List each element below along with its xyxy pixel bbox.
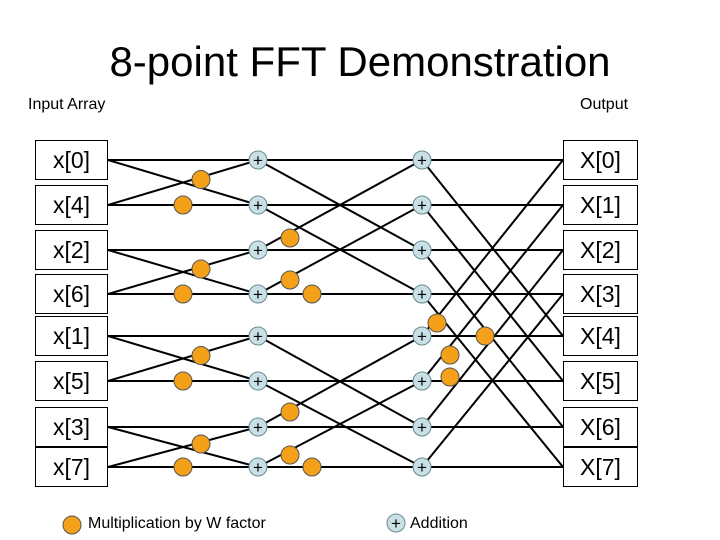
input-array-label: Input Array <box>28 96 106 113</box>
svg-text:+: + <box>253 285 263 304</box>
stage1-adder: + <box>248 240 268 260</box>
svg-text:+: + <box>253 241 263 260</box>
output-cell: X[3] <box>563 274 638 314</box>
stage1-cross-line <box>107 426 259 468</box>
legend-multiplication-label: Multiplication by W factor <box>88 515 266 532</box>
input-cell: x[6] <box>35 274 108 314</box>
diagram-title: 8-point FFT Demonstration <box>109 38 611 85</box>
stage2-adder: + <box>412 150 432 170</box>
svg-text:+: + <box>417 418 427 437</box>
stage2-adder: + <box>412 240 432 260</box>
stage2-adder: + <box>412 195 432 215</box>
svg-text:+: + <box>253 372 263 391</box>
stage2-cross-multiplier <box>280 270 300 290</box>
stage3-cross-line <box>421 159 564 337</box>
output-cell: X[7] <box>563 447 638 487</box>
stage1-adder: + <box>248 150 268 170</box>
stage2-adder: + <box>412 326 432 346</box>
stage2-adder: + <box>412 417 432 437</box>
stage2-cross-multiplier <box>280 228 300 248</box>
output-cell: X[5] <box>563 361 638 401</box>
stage1-adder: + <box>248 195 268 215</box>
input-cell: x[5] <box>35 361 108 401</box>
svg-text:+: + <box>253 458 263 477</box>
svg-text:+: + <box>417 151 427 170</box>
stage1-cross-line <box>107 249 259 295</box>
svg-text:+: + <box>253 196 263 215</box>
stage2-adder: + <box>412 371 432 391</box>
stage1-adder: + <box>248 371 268 391</box>
stage1-cross-multiplier <box>191 434 211 454</box>
stage1-cross-multiplier <box>191 259 211 279</box>
stage1-adder: + <box>248 457 268 477</box>
stage1-twiddle-multiplier <box>173 457 193 477</box>
svg-text:+: + <box>391 514 401 533</box>
stage1-twiddle-multiplier <box>173 195 193 215</box>
output-cell: X[1] <box>563 185 638 225</box>
stage3-twiddle-multiplier <box>440 367 460 387</box>
output-cell: X[6] <box>563 407 638 447</box>
svg-text:+: + <box>417 327 427 346</box>
stage1-twiddle-multiplier <box>173 284 193 304</box>
output-cell: X[4] <box>563 316 638 356</box>
input-cell: x[4] <box>35 185 108 225</box>
input-cell: x[3] <box>35 407 108 447</box>
svg-text:+: + <box>253 151 263 170</box>
stage3-twiddle-multiplier <box>475 326 495 346</box>
svg-text:+: + <box>417 196 427 215</box>
stage1-cross-multiplier <box>191 346 211 365</box>
input-cell: x[2] <box>35 230 108 270</box>
stage1-cross-line <box>107 159 259 206</box>
stage1-cross-line <box>107 335 259 382</box>
stage1-adder: + <box>248 417 268 437</box>
input-cell: x[1] <box>35 316 108 356</box>
input-cell: x[7] <box>35 447 108 487</box>
stage3-cross-multiplier <box>427 313 447 333</box>
svg-text:+: + <box>253 418 263 437</box>
stage2-twiddle-multiplier <box>302 284 322 304</box>
stage3-cross-line <box>421 293 564 468</box>
stage1-twiddle-multiplier <box>173 371 193 391</box>
output-label: Output <box>580 96 629 113</box>
stage2-cross-multiplier <box>280 402 300 422</box>
output-cell: X[2] <box>563 230 638 270</box>
stage2-twiddle-multiplier <box>302 457 322 477</box>
svg-text:+: + <box>253 327 263 346</box>
svg-text:+: + <box>417 285 427 304</box>
stage2-cross-multiplier <box>280 445 300 465</box>
stage3-cross-multiplier <box>440 345 460 365</box>
stage1-adder: + <box>248 284 268 304</box>
output-cell: X[0] <box>563 140 638 180</box>
svg-text:+: + <box>417 241 427 260</box>
svg-text:+: + <box>417 372 427 391</box>
input-cell: x[0] <box>35 140 108 180</box>
stage2-adder: + <box>412 284 432 304</box>
stage2-adder: + <box>412 457 432 477</box>
stage1-cross-multiplier <box>191 170 211 189</box>
legend-addition-icon: + <box>386 513 406 533</box>
legend-multiplication-icon <box>62 515 82 535</box>
stage1-adder: + <box>248 326 268 346</box>
legend-addition-label: Addition <box>410 515 468 532</box>
svg-text:+: + <box>417 458 427 477</box>
